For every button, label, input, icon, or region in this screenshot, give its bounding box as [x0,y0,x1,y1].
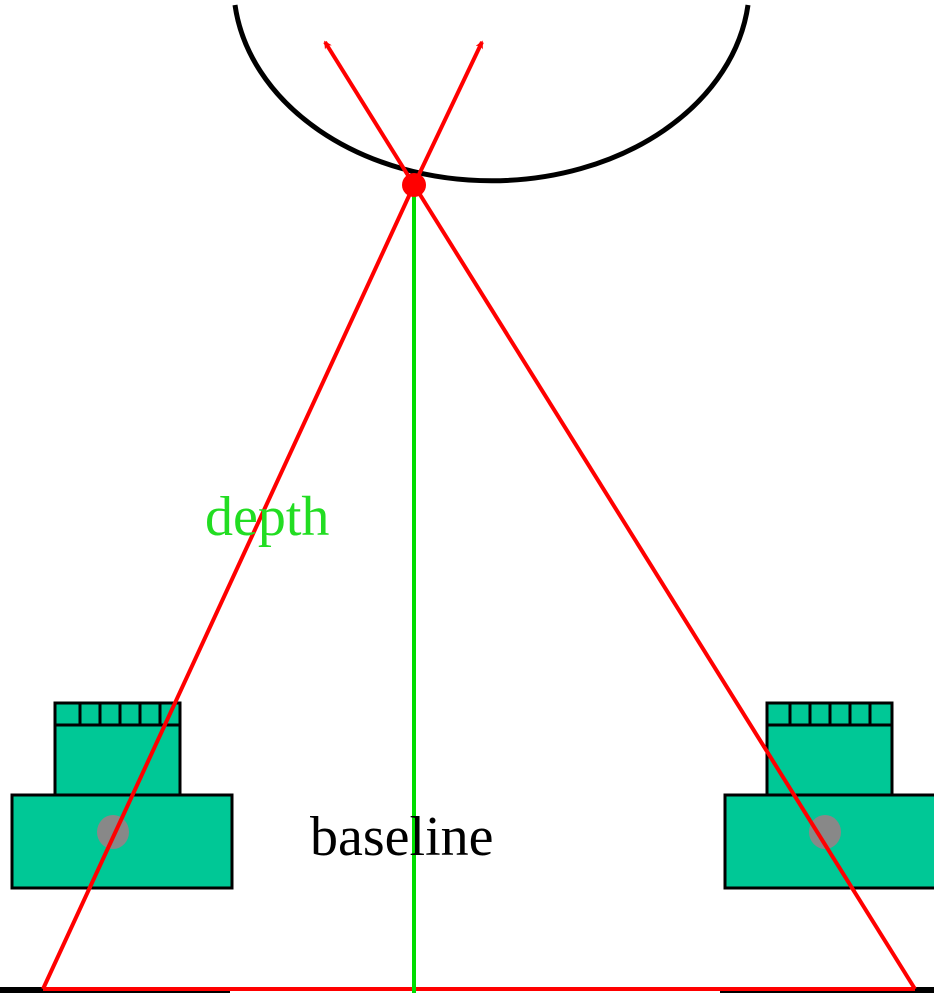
left-ray [41,184,416,990]
left-camera-grip [55,703,180,727]
scene-point [402,173,426,197]
right-camera-lens [809,815,841,849]
right-ray [412,183,917,991]
right-camera [723,701,934,890]
right-camera-grip [767,703,892,727]
baseline-label: baseline [310,806,493,868]
reflected-ray-left [323,40,416,187]
left-camera [10,701,234,890]
left-camera-lens [97,815,129,849]
depth-label: depth [205,486,329,548]
reflected-ray-right [412,40,484,186]
sphere-object [232,4,751,184]
